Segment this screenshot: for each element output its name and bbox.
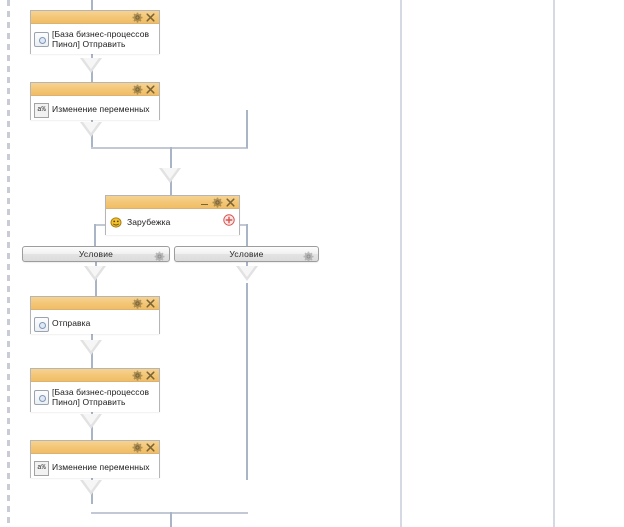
node-title: Изменение переменных <box>52 104 150 114</box>
arrow-down-icon <box>80 58 102 73</box>
close-icon[interactable] <box>145 298 156 309</box>
gear-icon[interactable] <box>132 298 143 309</box>
gear-icon[interactable] <box>132 84 143 95</box>
canvas-dashed-rail <box>7 0 10 527</box>
arrow-down-icon <box>80 480 102 495</box>
arrow-down-icon <box>80 414 102 429</box>
node-header <box>31 369 159 382</box>
connector-right-branch-drop <box>246 224 248 246</box>
node-header <box>31 11 159 24</box>
node-body: a% Изменение переменных <box>31 454 159 478</box>
close-icon[interactable] <box>145 442 156 453</box>
node-header <box>31 297 159 310</box>
connector-bus-bottom-drop <box>170 512 172 527</box>
close-icon[interactable] <box>145 84 156 95</box>
workflow-node-zarubezhka[interactable]: Зарубежка <box>105 195 240 235</box>
node-title: [База бизнес-процессов Пинол] Отправить <box>52 29 150 49</box>
arrow-down-icon <box>80 340 102 355</box>
connector-top-stub <box>91 0 93 12</box>
workflow-node-variables-top[interactable]: a% Изменение переменных <box>30 82 160 120</box>
condition-label: Условие <box>78 249 114 259</box>
arrow-down-icon <box>80 122 102 137</box>
connector-bus-right-riser <box>246 110 248 148</box>
connector-right-long-vertical <box>246 283 248 480</box>
gear-icon[interactable] <box>212 197 223 208</box>
node-title: Отправка <box>52 318 91 328</box>
node-body: a% Изменение переменных <box>31 96 159 120</box>
gear-icon[interactable] <box>154 249 165 267</box>
node-title: Зарубежка <box>127 217 171 227</box>
minimize-icon[interactable] <box>199 197 210 208</box>
condition-label: Условие <box>229 249 264 259</box>
gear-icon[interactable] <box>132 12 143 23</box>
node-header <box>31 441 159 454</box>
canvas-vertical-rail-1 <box>400 0 402 527</box>
workflow-node-send-top[interactable]: [База бизнес-процессов Пинол] Отправить <box>30 10 160 54</box>
node-header <box>31 83 159 96</box>
workflow-node-variables-bottom[interactable]: a% Изменение переменных <box>30 440 160 478</box>
variables-icon: a% <box>34 103 49 118</box>
node-title: Изменение переменных <box>52 462 150 472</box>
close-icon[interactable] <box>145 12 156 23</box>
face-icon <box>109 216 124 229</box>
workflow-node-otpravka[interactable]: Отправка <box>30 296 160 334</box>
gear-icon[interactable] <box>132 370 143 381</box>
gear-icon[interactable] <box>132 442 143 453</box>
arrow-down-icon <box>84 266 106 281</box>
node-body: [База бизнес-процессов Пинол] Отправить <box>31 382 159 412</box>
connector-zarubezhka-right <box>238 224 248 226</box>
plus-icon[interactable] <box>223 213 235 231</box>
condition-bar-left[interactable]: Условие <box>22 246 170 262</box>
node-body: Зарубежка <box>106 209 239 235</box>
arrow-down-icon <box>236 266 258 281</box>
arrow-down-icon <box>159 168 181 183</box>
connector-bus-bottom <box>91 512 248 514</box>
connector-bus-top <box>91 147 248 149</box>
node-body: [База бизнес-процессов Пинол] Отправить <box>31 24 159 54</box>
canvas-vertical-rail-2 <box>553 0 555 527</box>
close-icon[interactable] <box>225 197 236 208</box>
node-body: Отправка <box>31 310 159 334</box>
document-send-icon <box>34 317 49 332</box>
node-header <box>106 196 239 209</box>
variables-icon: a% <box>34 461 49 476</box>
document-send-icon <box>34 389 49 405</box>
connector-zarubezhka-left <box>94 224 107 226</box>
connector-left-branch-drop <box>94 224 96 246</box>
condition-bar-right[interactable]: Условие <box>174 246 319 262</box>
workflow-node-send-bottom[interactable]: [База бизнес-процессов Пинол] Отправить <box>30 368 160 412</box>
gear-icon[interactable] <box>303 249 314 267</box>
document-send-icon <box>34 31 49 47</box>
node-title: [База бизнес-процессов Пинол] Отправить <box>52 387 150 407</box>
close-icon[interactable] <box>145 370 156 381</box>
